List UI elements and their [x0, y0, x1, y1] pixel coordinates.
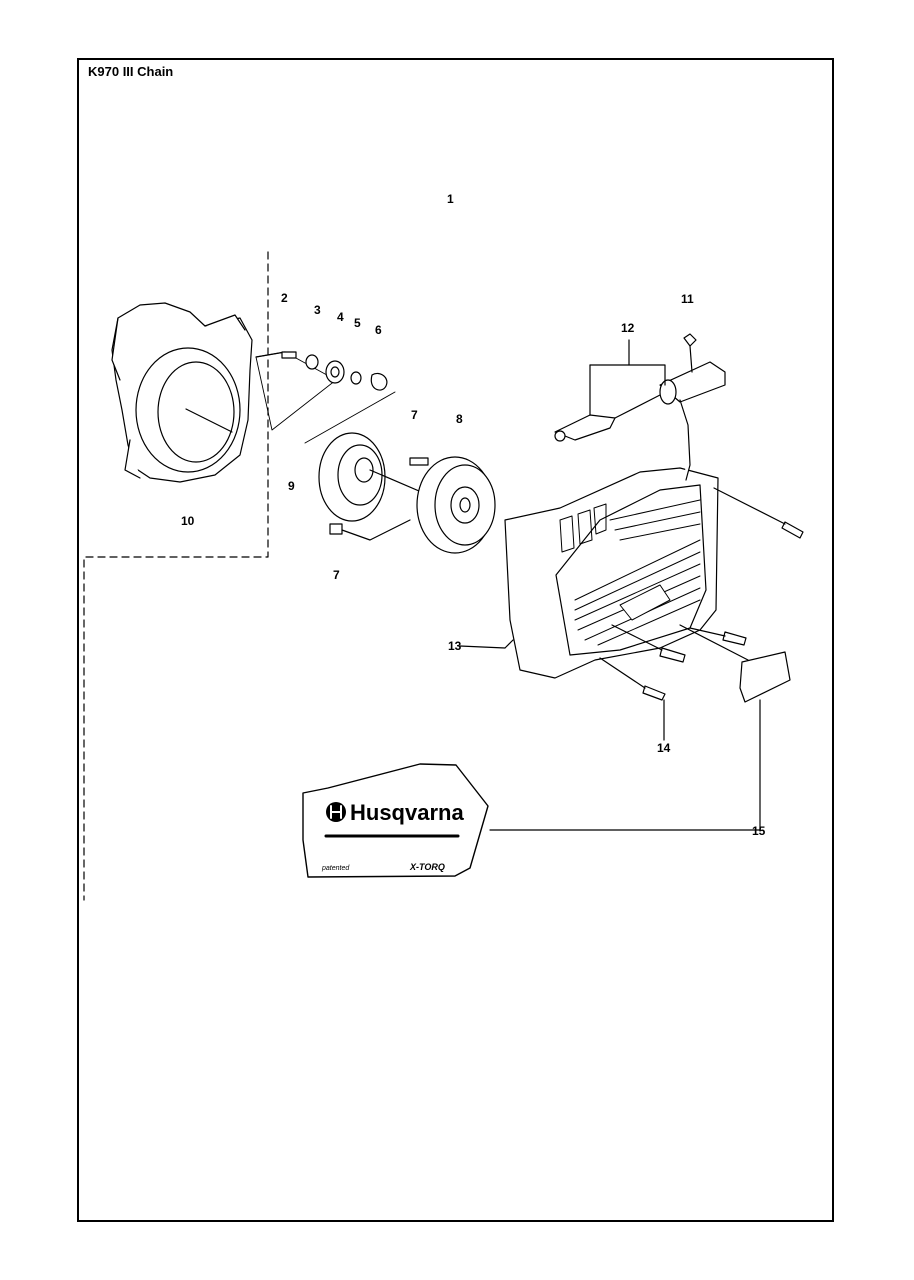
cover-raised-logo: [559, 503, 607, 553]
callout-4: 4: [337, 310, 344, 324]
callout-6: 6: [375, 323, 382, 337]
decal-detail: [302, 763, 489, 878]
callout-10: 10: [181, 514, 195, 528]
decal-note-text: patented: [321, 865, 350, 872]
callout-7b: 7: [333, 568, 340, 582]
starter-drum-part: [416, 456, 496, 554]
callout-leader-10: [185, 408, 233, 433]
callout-5: 5: [354, 316, 361, 330]
callout-7a: 7: [411, 408, 418, 422]
callout-leader-13: [459, 645, 506, 649]
screw-part-7: [329, 457, 429, 535]
cover-grille: [574, 499, 701, 646]
callout-14: 14: [657, 741, 671, 755]
callout-1: 1: [447, 192, 454, 206]
callout-15: 15: [752, 824, 766, 838]
fan-housing-part: [111, 302, 253, 483]
decal-brand-text: Husqvarna: [350, 800, 464, 825]
page-title: K970 III Chain: [88, 64, 174, 79]
decal-model-text: X-TORQ: [409, 862, 445, 872]
callout-2: 2: [281, 291, 288, 305]
callout-11: 11: [681, 292, 694, 306]
husqvarna-logo: Husqvarna: [326, 800, 464, 825]
callout-12: 12: [621, 321, 635, 335]
callout-13: 13: [448, 639, 462, 653]
cover-screws: [642, 521, 804, 701]
assembly-boundary-line: [83, 251, 269, 901]
starter-handle-part: [659, 333, 726, 481]
starter-pulley-part: [318, 432, 386, 522]
drawing-frame: [77, 58, 834, 1222]
callout-8: 8: [456, 412, 463, 426]
rope-guide-part: [554, 414, 616, 442]
callout-3: 3: [314, 303, 321, 317]
starter-cover-part: [504, 467, 719, 679]
decal-small-part: [739, 651, 791, 703]
callout-9: 9: [288, 479, 295, 493]
small-parts-2-6: [281, 351, 388, 391]
